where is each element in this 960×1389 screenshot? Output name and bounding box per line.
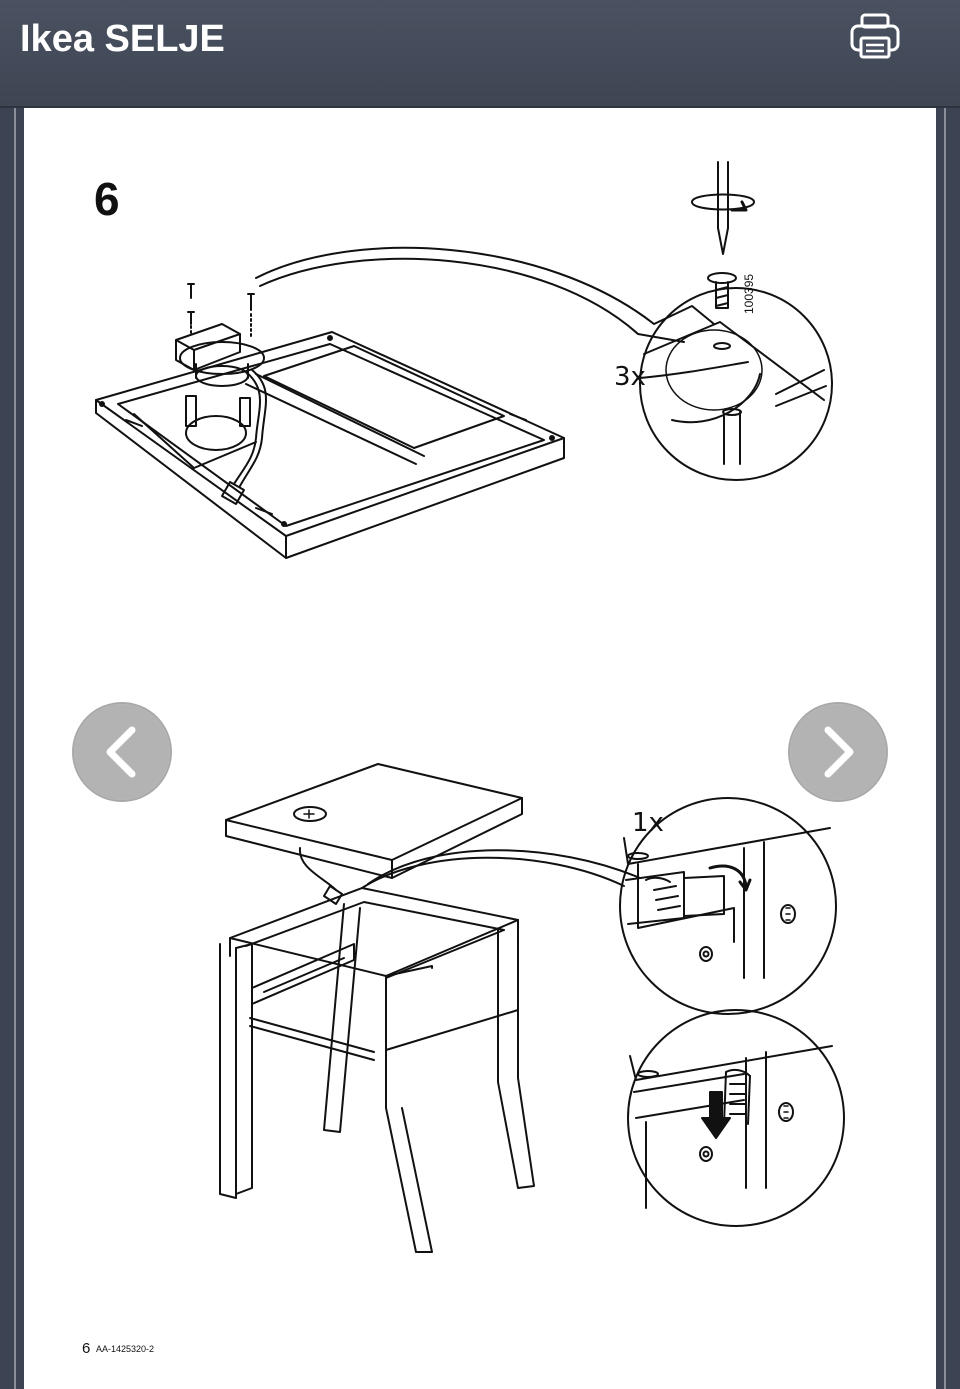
left-border [14,108,16,1389]
frame-drawing [95,283,565,559]
instruction-page: 6 3x 100395 1x 6 AA-1425320-2 [24,108,936,1389]
page-number: 6 [82,1340,91,1357]
previous-page-button[interactable] [74,704,170,800]
screw-part-number: 100395 [742,273,756,314]
step-number: 6 [94,173,120,225]
detail-circle-screw [639,161,833,481]
upper-quantity: 3x [614,362,646,392]
app-header: Ikea SELJE [0,0,960,108]
page-title: Ikea SELJE [20,18,225,60]
chevron-right-icon [824,726,854,778]
print-button[interactable] [848,12,902,60]
assembly-illustration [95,161,845,1253]
document-code: AA-1425320-2 [96,1344,155,1354]
chevron-left-icon [106,726,136,778]
right-border [944,108,946,1389]
detail-circle-plug [619,797,837,1015]
detail-circle-clip [627,1009,845,1227]
table-drawing [219,763,641,1253]
next-page-button[interactable] [790,704,886,800]
printer-icon [850,13,900,59]
lower-quantity: 1x [632,808,664,838]
